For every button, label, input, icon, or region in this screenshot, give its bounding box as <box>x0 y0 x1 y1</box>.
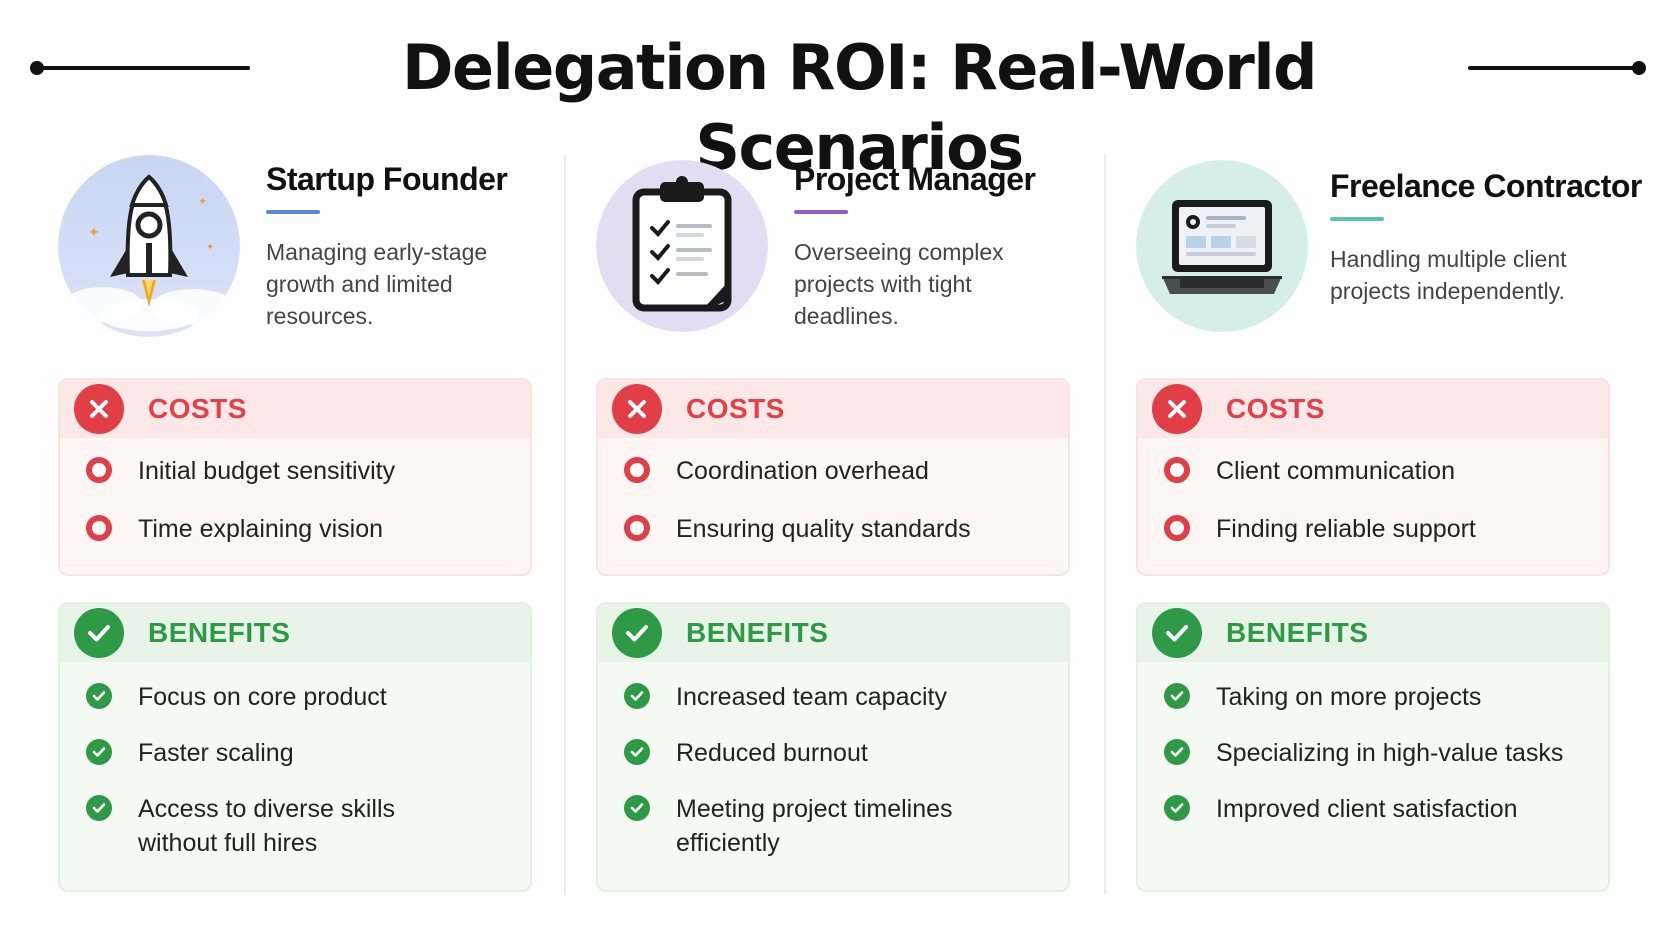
costs-panel: COSTS Coordination overhead Ensuring qua… <box>596 378 1070 576</box>
clipboard-checklist-icon <box>596 160 768 332</box>
scenario-column-startup-founder: ✦ ✦ ✦ Startup Founder Managing early-sta… <box>58 150 538 900</box>
title-line-right <box>1468 66 1638 70</box>
scenario-description: Overseeing complex projects with tight d… <box>794 239 1004 329</box>
benefits-panel: BENEFITS Increased team capacity Reduced… <box>596 602 1070 892</box>
benefits-label: BENEFITS <box>148 617 291 648</box>
scenario-title: Project Manager <box>794 161 1036 197</box>
check-bullet-icon <box>1164 739 1190 765</box>
costs-label: COSTS <box>686 393 785 424</box>
column-divider <box>564 155 566 895</box>
cost-item-text: Client communication <box>1216 457 1455 485</box>
benefit-item: Faster scaling <box>86 736 530 770</box>
benefits-label: BENEFITS <box>686 617 829 648</box>
check-bullet-icon <box>86 795 112 821</box>
benefit-item-text: Meeting project timelines efficiently <box>676 795 953 857</box>
costs-panel: COSTS Client communication Finding relia… <box>1136 378 1610 576</box>
accent-bar <box>266 210 320 214</box>
title-line-left <box>36 66 250 70</box>
cost-bullet-icon <box>86 515 112 541</box>
cost-item-text: Coordination overhead <box>676 457 929 485</box>
rocket-icon: ✦ ✦ ✦ <box>58 155 240 337</box>
check-bullet-icon <box>1164 683 1190 709</box>
benefits-header: BENEFITS <box>60 604 530 662</box>
page-title: Delegation ROI: Real-World Scenarios <box>402 31 1317 184</box>
cost-bullet-icon <box>86 457 112 483</box>
column-divider <box>1104 155 1106 895</box>
benefits-panel: BENEFITS Focus on core product Faster sc… <box>58 602 532 892</box>
costs-panel: COSTS Initial budget sensitivity Time ex… <box>58 378 532 576</box>
benefit-item-text: Increased team capacity <box>676 683 947 711</box>
benefits-label: BENEFITS <box>1226 617 1369 648</box>
benefit-item: Focus on core product <box>86 680 530 714</box>
benefits-panel: BENEFITS Taking on more projects Special… <box>1136 602 1610 892</box>
benefit-item-text: Focus on core product <box>138 683 387 711</box>
benefit-item: Specializing in high-value tasks <box>1164 736 1608 770</box>
benefit-item-text: Faster scaling <box>138 739 294 767</box>
costs-label: COSTS <box>148 393 247 424</box>
costs-header: COSTS <box>598 380 1068 438</box>
check-circle-icon <box>74 608 124 658</box>
laptop-icon <box>1136 160 1308 332</box>
costs-label: COSTS <box>1226 393 1325 424</box>
benefit-item-text: Taking on more projects <box>1216 683 1482 711</box>
benefit-item-text: Improved client satisfaction <box>1216 795 1518 823</box>
cost-bullet-icon <box>624 515 650 541</box>
check-bullet-icon <box>1164 795 1190 821</box>
svg-text:✦: ✦ <box>88 224 100 240</box>
title-line-dot-right <box>1632 61 1646 75</box>
cost-item: Ensuring quality standards <box>624 512 1068 546</box>
benefits-header: BENEFITS <box>598 604 1068 662</box>
cost-bullet-icon <box>624 457 650 483</box>
costs-header: COSTS <box>1138 380 1608 438</box>
check-circle-icon <box>612 608 662 658</box>
benefit-item-text: Specializing in high-value tasks <box>1216 739 1564 767</box>
cost-item: Time explaining vision <box>86 512 530 546</box>
scenario-column-project-manager: Project Manager Overseeing complex proje… <box>596 150 1076 900</box>
benefit-item: Access to diverse skills without full hi… <box>86 792 530 860</box>
cost-bullet-icon <box>1164 457 1190 483</box>
benefit-item: Meeting project timelines efficiently <box>624 792 1068 860</box>
scenario-header: Startup Founder Managing early-stage gro… <box>266 158 556 332</box>
benefit-item: Increased team capacity <box>624 680 1068 714</box>
cost-item-text: Time explaining vision <box>138 515 384 543</box>
cost-item: Initial budget sensitivity <box>86 454 530 488</box>
svg-text:✦: ✦ <box>198 196 207 208</box>
costs-header: COSTS <box>60 380 530 438</box>
scenario-title: Freelance Contractor <box>1330 168 1642 204</box>
cost-bullet-icon <box>1164 515 1190 541</box>
benefits-header: BENEFITS <box>1138 604 1608 662</box>
x-circle-icon <box>74 384 124 434</box>
title-row: Delegation ROI: Real-World Scenarios <box>0 28 1672 184</box>
scenario-header: Project Manager Overseeing complex proje… <box>794 158 1084 332</box>
scenario-title: Startup Founder <box>266 161 508 197</box>
check-bullet-icon <box>86 683 112 709</box>
cost-item-text: Initial budget sensitivity <box>138 457 396 485</box>
benefit-item-text: Reduced burnout <box>676 739 868 767</box>
scenario-description: Managing early-stage growth and limited … <box>266 239 488 329</box>
cost-item: Client communication <box>1164 454 1608 488</box>
x-circle-icon <box>1152 384 1202 434</box>
benefit-item-text: Access to diverse skills without full hi… <box>138 795 396 857</box>
scenario-header: Freelance Contractor Handling multiple c… <box>1330 165 1642 307</box>
benefit-item: Reduced burnout <box>624 736 1068 770</box>
accent-bar <box>1330 217 1384 221</box>
cost-item-text: Finding reliable support <box>1216 515 1476 543</box>
check-bullet-icon <box>624 683 650 709</box>
cost-item: Finding reliable support <box>1164 512 1608 546</box>
check-bullet-icon <box>624 795 650 821</box>
check-bullet-icon <box>624 739 650 765</box>
accent-bar <box>794 210 848 214</box>
scenario-column-freelance-contractor: Freelance Contractor Handling multiple c… <box>1136 150 1642 900</box>
cost-item-text: Ensuring quality standards <box>676 515 971 543</box>
svg-text:✦: ✦ <box>206 242 214 253</box>
benefit-item: Taking on more projects <box>1164 680 1608 714</box>
cost-item: Coordination overhead <box>624 454 1068 488</box>
scenario-description: Handling multiple client projects indepe… <box>1330 246 1567 304</box>
check-bullet-icon <box>86 739 112 765</box>
benefit-item: Improved client satisfaction <box>1164 792 1608 826</box>
check-circle-icon <box>1152 608 1202 658</box>
x-circle-icon <box>612 384 662 434</box>
